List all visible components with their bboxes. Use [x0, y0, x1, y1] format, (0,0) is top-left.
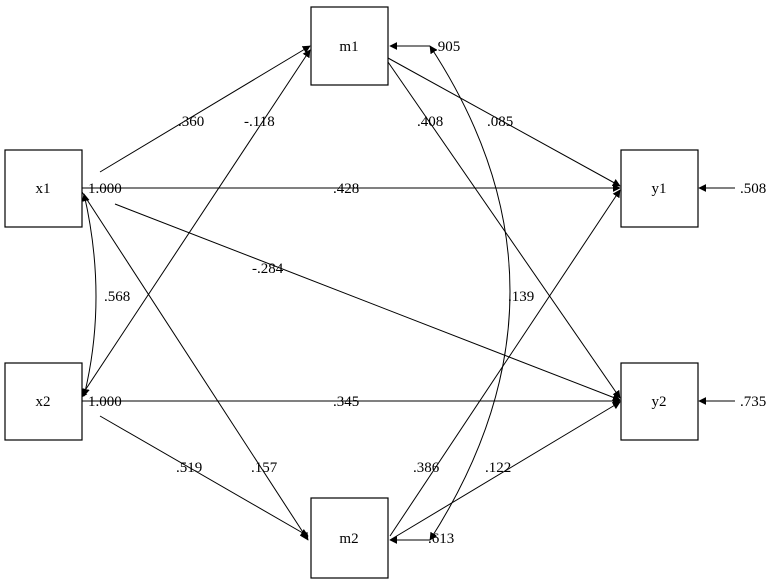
coef-x1-y2-label: -.284	[252, 261, 284, 277]
node-x1-label: x1	[36, 181, 51, 197]
variance-x1-label: 1.000	[88, 181, 122, 197]
node-m2: m2	[310, 497, 389, 579]
coef-m1-y2-label: .408	[417, 114, 443, 130]
node-x1: x1	[4, 149, 83, 228]
coef-x1-m2-label: .157	[251, 460, 278, 476]
path-x1-y2	[114, 203, 621, 402]
coef-x1-m1-label: .360	[178, 114, 204, 130]
variance-y1-label: .508	[740, 181, 766, 197]
variance-y2-label: .735	[740, 394, 766, 410]
path-m2-y2	[389, 401, 621, 541]
node-m1: m1	[310, 6, 389, 86]
coef-m1-y1-label: .085	[487, 114, 513, 130]
coef-x1-x2-label: .568	[104, 289, 130, 305]
coef-x2-m2-label: .519	[176, 460, 202, 476]
coef-x2-m1-label: -.118	[244, 114, 275, 130]
path-x1-m1	[99, 45, 311, 173]
variance-m1-label: .905	[434, 39, 460, 55]
coef-m1-m2-label: .139	[508, 289, 534, 305]
coef-m2-y2-label: .122	[485, 460, 511, 476]
covariance-m1-m2	[429, 45, 511, 541]
path-x2-m2	[99, 415, 309, 537]
node-x2-label: x2	[36, 394, 51, 410]
path-m1-y1	[387, 57, 621, 187]
node-m1-label: m1	[339, 39, 358, 55]
node-y2-label: y2	[652, 394, 667, 410]
path-m1-y2	[387, 61, 621, 399]
node-x2: x2	[4, 362, 83, 441]
variance-m2-label: .613	[428, 531, 454, 547]
node-y1-label: y1	[652, 181, 667, 197]
coef-m2-y1-label: .386	[413, 460, 440, 476]
covariance-x1-x2	[81, 193, 97, 397]
node-m2-label: m2	[339, 531, 358, 547]
node-y2: y2	[620, 362, 699, 441]
coef-x1-y1-label: .428	[333, 181, 359, 197]
path-x1-m2	[81, 191, 309, 541]
coef-x2-y2-label: .345	[333, 394, 359, 410]
path-m2-y1	[389, 189, 621, 537]
node-y1: y1	[620, 149, 699, 228]
path-x2-m1	[79, 49, 311, 399]
variance-x2-label: 1.000	[88, 394, 122, 410]
